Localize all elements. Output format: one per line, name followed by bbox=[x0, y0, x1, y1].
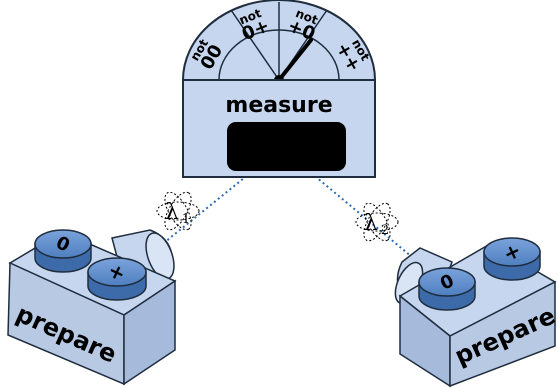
meter-display bbox=[227, 122, 346, 171]
orbit-ellipse bbox=[363, 202, 391, 242]
orbit-ellipse bbox=[156, 201, 200, 221]
dial-divider bbox=[230, 9, 280, 81]
photon-symbol: λ bbox=[364, 211, 378, 236]
measure-label: measure bbox=[225, 93, 332, 118]
knob-plus: + bbox=[87, 257, 147, 301]
photon-subscript: 1 bbox=[182, 212, 190, 227]
meter-needle bbox=[277, 38, 313, 82]
dial-inner-arc bbox=[218, 29, 340, 81]
orbit-ellipse bbox=[164, 191, 192, 231]
prepare-source-right: + 0 prepare bbox=[394, 237, 558, 388]
beam-right bbox=[291, 156, 419, 263]
orbit-ellipse bbox=[355, 212, 399, 232]
photon-symbol: λ bbox=[165, 200, 179, 225]
photon-subscript: 2 bbox=[381, 223, 389, 238]
box-front-face bbox=[449, 280, 556, 388]
photon-right: λ 2 bbox=[355, 202, 399, 242]
knob-plus: + bbox=[483, 237, 541, 281]
prepare-source-left: 0 + prepare bbox=[7, 229, 177, 386]
measure-device: not 00 not 0+ not +0 not ++ measure bbox=[181, 0, 377, 178]
orbit-ellipse bbox=[363, 202, 391, 242]
orbit-ellipse bbox=[164, 191, 192, 231]
knob-0: 0 bbox=[34, 229, 92, 273]
box-side-face bbox=[123, 279, 176, 386]
photon-left: λ 1 bbox=[156, 191, 200, 231]
knob-0: 0 bbox=[418, 267, 476, 311]
